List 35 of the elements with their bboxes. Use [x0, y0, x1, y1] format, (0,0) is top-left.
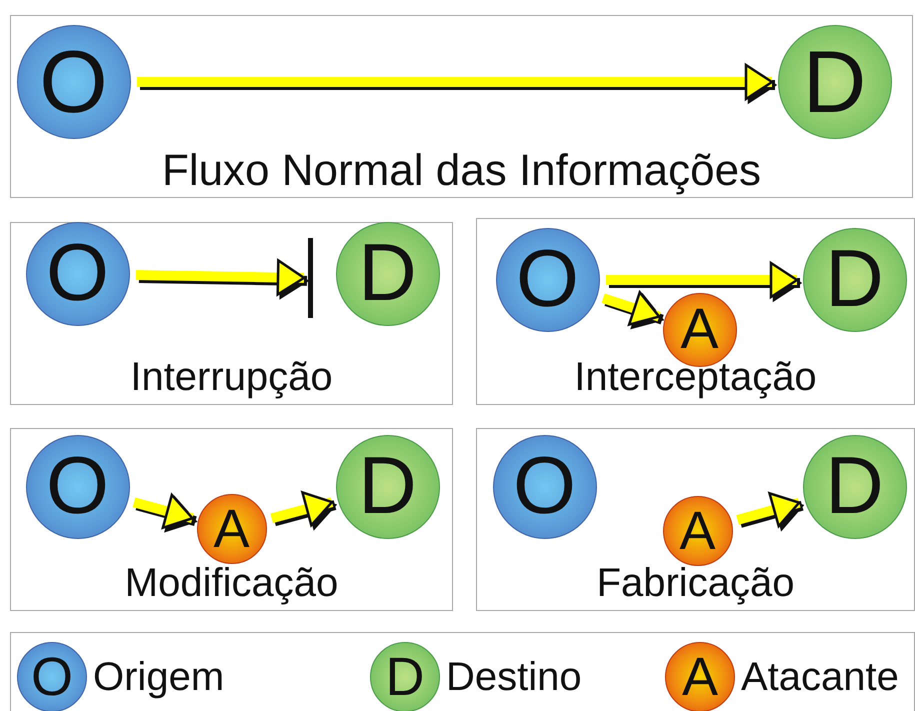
arrow: [736, 492, 801, 528]
scenario-panel: [476, 428, 915, 611]
scenario-panel: [10, 428, 453, 611]
circle-caption: Atacante: [741, 657, 899, 697]
origin-circle: O: [16, 24, 130, 138]
attacker-circle: A: [196, 494, 266, 564]
origin-circle: O: [492, 434, 596, 538]
panel-caption: Interrupção: [129, 357, 334, 397]
origin-circle: O: [26, 222, 130, 326]
panel-caption: Fabricação: [596, 563, 796, 603]
destination-circle: D: [778, 24, 892, 138]
destination-circle: D: [802, 434, 906, 538]
attacker-circle: A: [662, 496, 732, 566]
circle-caption: Origem: [93, 657, 224, 697]
arrow: [270, 491, 334, 526]
arrow: [132, 494, 194, 530]
scenario-panel: [476, 218, 915, 405]
destination-circle: D: [802, 228, 906, 332]
origin-circle: O: [17, 642, 87, 711]
arrow: [606, 262, 798, 298]
circle-caption: Destino: [446, 657, 582, 697]
arrow: [136, 259, 306, 296]
destination-circle: D: [336, 434, 440, 538]
destination-circle: D: [370, 642, 440, 711]
origin-circle: O: [496, 228, 600, 332]
blocking-bar: [308, 238, 312, 318]
attacker-circle: A: [665, 642, 735, 711]
scenario-panel: [10, 15, 913, 198]
destination-circle: D: [336, 222, 440, 326]
origin-circle: O: [26, 434, 130, 538]
panel-caption: Modificação: [124, 563, 340, 603]
arrow: [137, 64, 774, 100]
scenario-panel: [10, 222, 453, 405]
panel-caption: Fluxo Normal das Informações: [160, 149, 762, 193]
arrow: [602, 291, 661, 326]
